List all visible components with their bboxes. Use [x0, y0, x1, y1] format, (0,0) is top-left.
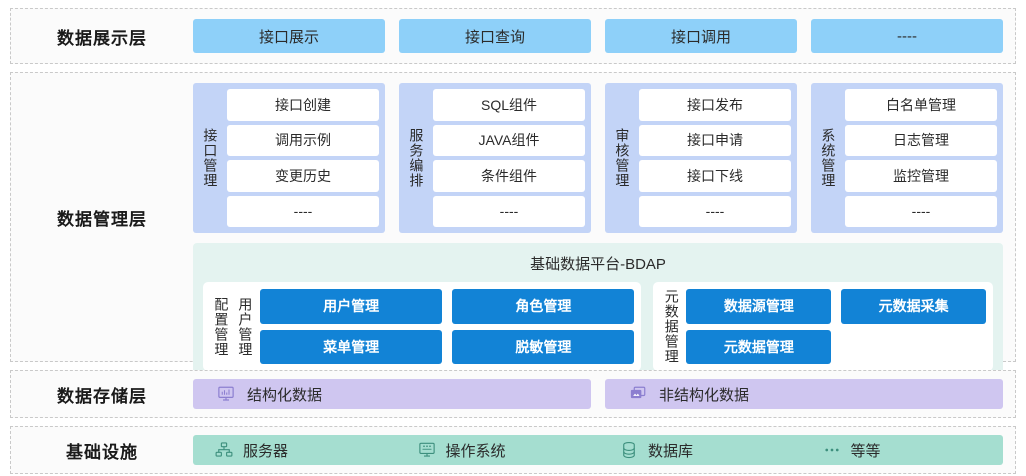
management-column-system-label: 系统管理 [820, 128, 837, 188]
management-item-interface-apply[interactable]: 接口申请 [639, 124, 791, 156]
management-column-orchestration-items: SQL组件 JAVA组件 条件组件 ---- [433, 89, 585, 227]
infrastructure-item-os-label: 操作系统 [445, 442, 506, 460]
infrastructure-item-database[interactable]: 数据库 [598, 440, 801, 461]
presentation-box-interface-invoke[interactable]: 接口调用 [605, 19, 797, 53]
infrastructure-item-os[interactable]: 操作系统 [396, 440, 599, 461]
bdap-group-metadata-labels: 元数据管理 [660, 289, 682, 364]
management-column-audit-label: 审核管理 [614, 128, 631, 188]
bdap-groups: 配置管理 用户管理 用户管理 角色管理 菜单管理 脱敏管理 元数据管理 [203, 282, 993, 371]
bdap-button-metadata-management[interactable]: 元数据管理 [686, 329, 832, 364]
management-item-monitor[interactable]: 监控管理 [845, 160, 997, 192]
layer-storage-title: 数据存储层 [57, 386, 147, 406]
bdap-label-metadata-management: 元数据管理 [663, 289, 680, 364]
management-item-condition-component[interactable]: 条件组件 [433, 160, 585, 192]
bdap-button-datasource-management[interactable]: 数据源管理 [686, 289, 832, 324]
layer-management-title: 数据管理层 [57, 209, 147, 229]
layer-infrastructure: 基础设施 服务器 [10, 426, 1016, 474]
management-column-orchestration: 服务编排 SQL组件 JAVA组件 条件组件 ---- [399, 83, 591, 233]
layer-infrastructure-body: 服务器 操作系统 [193, 435, 1015, 465]
management-column-audit-items: 接口发布 接口申请 接口下线 ---- [639, 89, 791, 227]
presentation-box-interface-display[interactable]: 接口展示 [193, 19, 385, 53]
media-stack-icon [629, 385, 647, 403]
bdap-label-user-management: 用户管理 [237, 296, 254, 357]
infrastructure-item-server-label: 服务器 [243, 442, 289, 460]
layer-presentation-title: 数据展示层 [57, 28, 147, 48]
server-network-icon [215, 441, 233, 459]
management-item-change-history[interactable]: 变更历史 [227, 160, 379, 192]
management-item-invoke-example[interactable]: 调用示例 [227, 124, 379, 156]
bdap-button-desensitization-management[interactable]: 脱敏管理 [452, 329, 635, 364]
layer-presentation: 数据展示层 接口展示 接口查询 接口调用 ---- [10, 8, 1016, 64]
management-item-log[interactable]: 日志管理 [845, 124, 997, 156]
database-icon [620, 441, 638, 459]
management-item-system-more[interactable]: ---- [845, 195, 997, 227]
infrastructure-item-server[interactable]: 服务器 [193, 440, 396, 461]
management-item-interface-publish[interactable]: 接口发布 [639, 89, 791, 121]
bdap-panel: 基础数据平台-BDAP 配置管理 用户管理 用户管理 角色管理 菜单管理 脱敏管… [193, 243, 1003, 381]
bdap-group-user-config-labels: 配置管理 用户管理 [210, 289, 256, 364]
bdap-label-config-management: 配置管理 [213, 296, 230, 357]
bdap-button-user-management[interactable]: 用户管理 [260, 289, 443, 324]
management-item-java-component[interactable]: JAVA组件 [433, 124, 585, 156]
layer-storage-body: 结构化数据 非结构化数据 [193, 379, 1015, 409]
bdap-group-metadata: 元数据管理 数据源管理 元数据采集 元数据管理 [653, 282, 993, 371]
infrastructure-bar: 服务器 操作系统 [193, 435, 1003, 465]
management-column-interface-items: 接口创建 调用示例 变更历史 ---- [227, 89, 379, 227]
management-column-interface: 接口管理 接口创建 调用示例 变更历史 ---- [193, 83, 385, 233]
storage-box-unstructured-label: 非结构化数据 [659, 386, 750, 404]
infrastructure-item-database-label: 数据库 [648, 442, 694, 460]
management-column-interface-label: 接口管理 [202, 128, 219, 188]
storage-box-structured[interactable]: 结构化数据 [193, 379, 591, 409]
management-item-interface-create[interactable]: 接口创建 [227, 89, 379, 121]
layer-management: 数据管理层 接口管理 接口创建 调用示例 变更历史 ---- 服务编排 SQL组… [10, 72, 1016, 381]
management-column-system-items: 白名单管理 日志管理 监控管理 ---- [845, 89, 997, 227]
management-item-interface-more[interactable]: ---- [227, 195, 379, 227]
bdap-group-metadata-buttons: 数据源管理 元数据采集 元数据管理 [686, 289, 986, 364]
storage-box-structured-label: 结构化数据 [247, 386, 323, 404]
bdap-button-menu-management[interactable]: 菜单管理 [260, 329, 443, 364]
bdap-button-metadata-collection[interactable]: 元数据采集 [841, 289, 986, 324]
management-item-whitelist[interactable]: 白名单管理 [845, 89, 997, 121]
infrastructure-item-etc-label: 等等 [850, 442, 881, 460]
management-column-audit: 审核管理 接口发布 接口申请 接口下线 ---- [605, 83, 797, 233]
presentation-box-more[interactable]: ---- [811, 19, 1003, 53]
bdap-title: 基础数据平台-BDAP [530, 256, 666, 273]
monitor-chart-icon [217, 385, 235, 403]
management-item-orchestration-more[interactable]: ---- [433, 195, 585, 227]
management-item-audit-more[interactable]: ---- [639, 195, 791, 227]
desktop-monitor-icon [418, 441, 436, 459]
layer-presentation-body: 接口展示 接口查询 接口调用 ---- [193, 19, 1015, 53]
management-column-orchestration-label: 服务编排 [408, 128, 425, 188]
layer-storage: 数据存储层 结构化数据 [10, 370, 1016, 418]
bdap-group-user-config: 配置管理 用户管理 用户管理 角色管理 菜单管理 脱敏管理 [203, 282, 642, 371]
management-column-system: 系统管理 白名单管理 日志管理 监控管理 ---- [811, 83, 1003, 233]
layer-infrastructure-title: 基础设施 [66, 442, 138, 462]
infrastructure-item-etc[interactable]: 等等 [801, 440, 1004, 461]
bdap-group-user-config-buttons: 用户管理 角色管理 菜单管理 脱敏管理 [260, 289, 635, 364]
presentation-box-interface-query[interactable]: 接口查询 [399, 19, 591, 53]
ellipsis-icon [823, 441, 841, 459]
bdap-button-placeholder [841, 330, 986, 365]
bdap-button-role-management[interactable]: 角色管理 [452, 289, 635, 324]
management-columns-row: 接口管理 接口创建 调用示例 变更历史 ---- 服务编排 SQL组件 JAVA… [193, 83, 1003, 233]
storage-box-unstructured[interactable]: 非结构化数据 [605, 379, 1003, 409]
management-item-interface-offline[interactable]: 接口下线 [639, 160, 791, 192]
layer-management-body: 接口管理 接口创建 调用示例 变更历史 ---- 服务编排 SQL组件 JAVA… [193, 73, 1015, 381]
management-item-sql-component[interactable]: SQL组件 [433, 89, 585, 121]
